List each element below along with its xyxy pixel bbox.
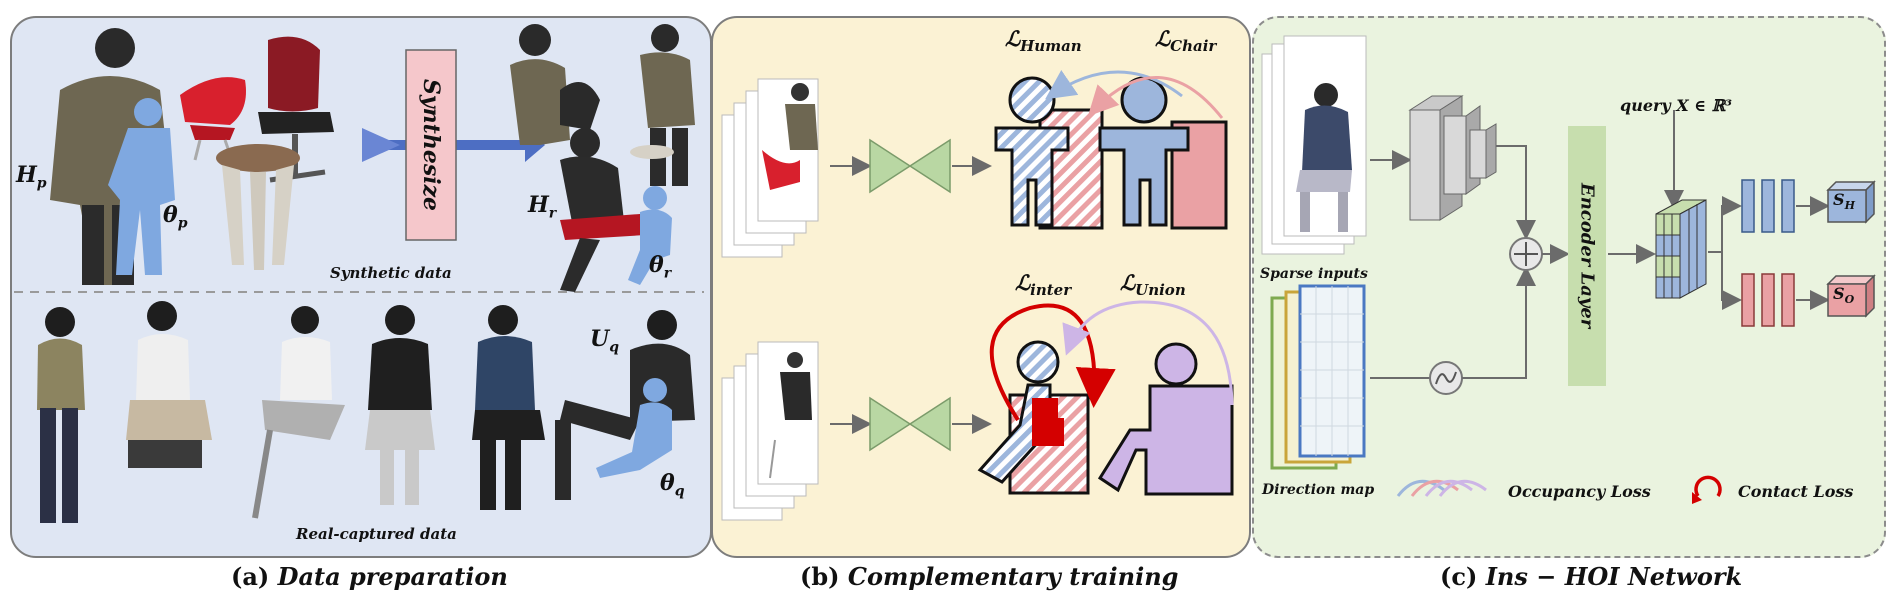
synth-result-human-chair — [510, 24, 695, 292]
label-loss-inter: ℒinter — [1015, 270, 1072, 300]
label-theta-p: θp — [163, 202, 188, 232]
mlp-head-human — [1741, 179, 1795, 233]
human-loss-arc — [1045, 70, 1183, 100]
label-loss-human: ℒHuman — [1005, 26, 1082, 56]
wooden-stool — [216, 144, 300, 270]
real-captured-people — [37, 301, 695, 523]
direction-map-label: Direction map — [1262, 482, 1375, 498]
caption-b: (b) Complementary training — [800, 562, 1179, 591]
occupancy-loss-label: Occupancy Loss — [1508, 482, 1651, 501]
smpl-body-theta-p — [108, 98, 175, 275]
add-operator — [1509, 237, 1543, 271]
contact-loss-label: Contact Loss — [1738, 482, 1854, 501]
feature-cube — [1655, 199, 1707, 299]
chair-loss-arc — [1087, 76, 1224, 119]
bowtie-network-bottom — [830, 396, 992, 452]
label-hr: Hr — [528, 192, 557, 222]
output-sh-label: SH — [1833, 190, 1855, 213]
positional-encoding-node — [1429, 361, 1463, 395]
output-so-label: SO — [1833, 284, 1855, 307]
label-loss-chair: ℒChair — [1155, 26, 1217, 56]
label-uq: Uq — [590, 326, 619, 356]
union-loss-arc — [1062, 300, 1234, 406]
smpl-body-theta-r — [628, 186, 672, 285]
image-stack-top — [721, 78, 819, 258]
encoder-layer-label: Encoder Layer — [1576, 183, 1598, 329]
label-theta-r: θr — [649, 252, 672, 282]
occupancy-loss-icon — [1396, 479, 1487, 497]
output-cube-human — [1826, 180, 1876, 224]
mlp-head-object — [1741, 273, 1795, 327]
hatched-human-with-chair — [994, 76, 1104, 230]
solid-human-with-chair — [1098, 76, 1228, 230]
synthesize-label: Synthesize — [418, 78, 444, 212]
label-loss-union: ℒUnion — [1120, 270, 1186, 300]
sparse-inputs-stack — [1261, 35, 1367, 255]
hatched-sitting-human — [977, 340, 1090, 495]
label-theta-q: θq — [660, 470, 685, 500]
cnn-feature-blocks — [1408, 95, 1497, 221]
label-hp: Hp — [16, 162, 47, 192]
direction-map-stack — [1270, 284, 1366, 470]
bowtie-network-top — [830, 138, 992, 194]
caption-c: (c) Ins − HOI Network — [1440, 562, 1743, 591]
query-label: query X ∈ ℝ³ — [1620, 96, 1732, 115]
purple-sitting-human — [1097, 342, 1234, 496]
sparse-inputs-label: Sparse inputs — [1260, 266, 1368, 282]
red-chair — [180, 77, 246, 161]
contact-loss-icon — [1692, 475, 1722, 504]
smpl-body-theta-q — [596, 378, 672, 478]
output-cube-object — [1826, 274, 1876, 318]
real-captured-data-label: Real-captured data — [296, 525, 457, 543]
synthetic-data-label: Synthetic data — [330, 264, 452, 282]
caption-a: (a) Data preparation — [231, 562, 508, 591]
image-stack-bottom — [721, 341, 819, 521]
synthesize-box — [405, 49, 457, 241]
encoder-layer-block — [1568, 126, 1606, 386]
